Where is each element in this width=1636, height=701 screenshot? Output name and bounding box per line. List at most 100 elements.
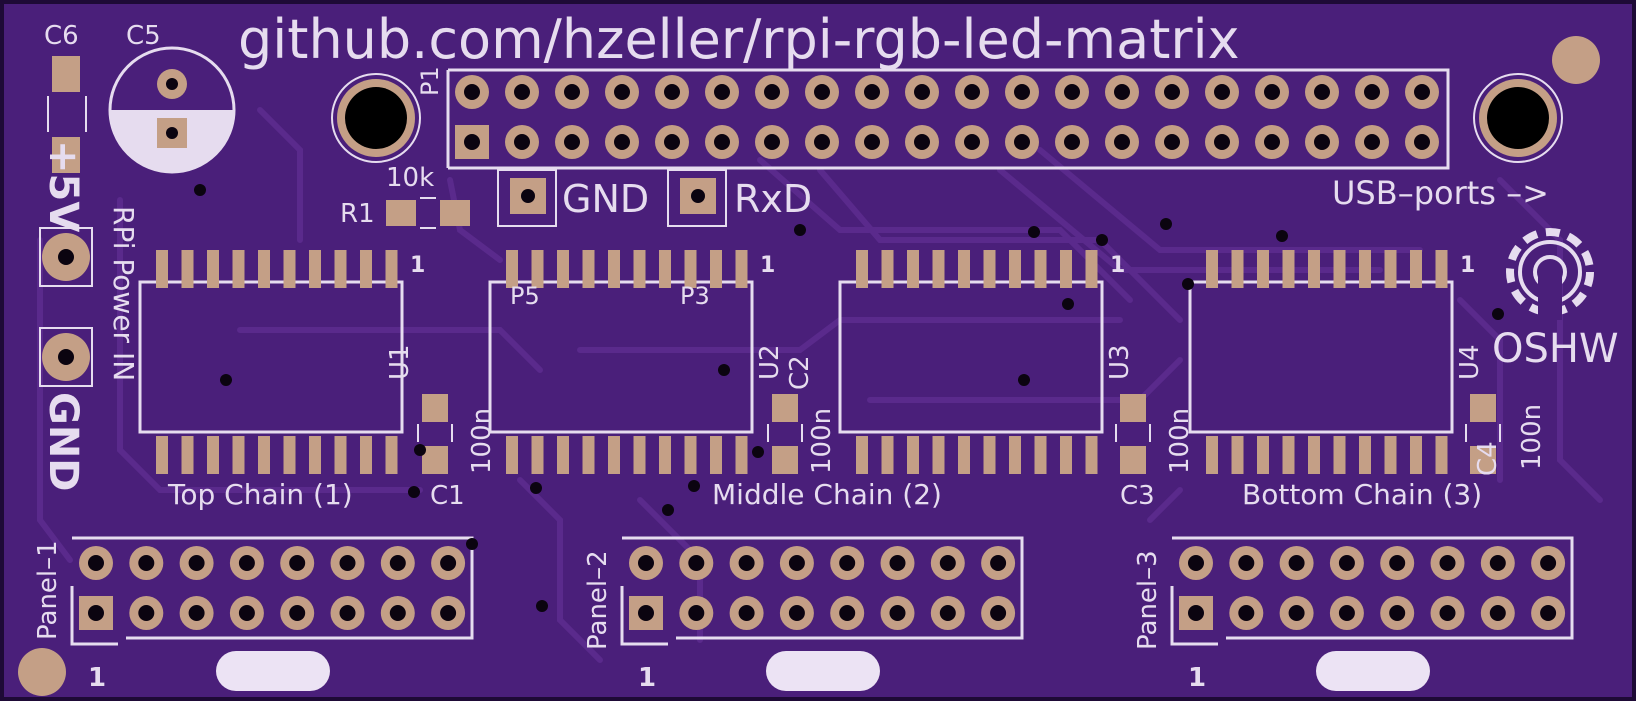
p1-pin-hole xyxy=(1014,84,1030,100)
panel-1-pin-hole xyxy=(188,555,205,571)
u4-pin-bottom xyxy=(1206,436,1218,474)
c4-pad-top xyxy=(1470,394,1496,422)
via xyxy=(1276,230,1288,242)
panel-1-pin-hole xyxy=(440,605,457,621)
p1-pin-hole xyxy=(614,84,630,100)
via xyxy=(530,482,542,494)
u1-pin-top xyxy=(207,250,219,288)
c2-value: 100n xyxy=(807,408,837,474)
repo-url: github.com/hzeller/rpi-rgb-led-matrix xyxy=(238,8,1240,71)
u3-pin-bottom xyxy=(856,436,868,474)
rxd-pad-label: RxD xyxy=(734,177,812,221)
u1-pin-top xyxy=(283,250,296,288)
panel-2-pin-hole xyxy=(990,555,1007,571)
panel-2-pin-hole xyxy=(788,605,805,621)
u1-pin-bottom xyxy=(232,436,245,474)
u2-pin-top xyxy=(582,250,595,288)
panel-2-pin-hole xyxy=(939,555,956,571)
c6-pad-bottom xyxy=(52,137,80,173)
p1-label: P1 xyxy=(416,66,444,96)
panel-3-pin-hole xyxy=(1338,605,1355,621)
u4-pin-top xyxy=(1359,250,1371,288)
u4-pin-bottom xyxy=(1282,436,1295,474)
p1-pin-hole xyxy=(764,84,780,100)
u4-pin-bottom xyxy=(1257,436,1269,474)
u3-pin-bottom xyxy=(1009,436,1021,474)
r1-pad-left xyxy=(386,200,416,226)
power-pad-top-hole xyxy=(58,249,74,265)
panel-2-pin-hole xyxy=(638,605,654,621)
u4-pin-bottom xyxy=(1410,436,1422,474)
p1-pin-hole xyxy=(964,134,980,150)
p1-pins xyxy=(455,75,1439,159)
plus5v-label: +5V xyxy=(40,140,86,232)
u1-label: U1 xyxy=(385,344,415,380)
p1-pin-hole xyxy=(614,134,630,150)
p1-pin-hole xyxy=(814,134,830,150)
p1-pin-hole xyxy=(714,134,730,150)
usb-ports-label: USB–ports –> xyxy=(1332,174,1549,212)
u2-pin-bottom xyxy=(735,436,748,474)
u1-pin-top xyxy=(334,250,347,288)
u3-pin-bottom xyxy=(1085,436,1098,474)
u3-pin-top xyxy=(1034,250,1047,288)
panel-3-pin-hole xyxy=(1489,605,1506,621)
c4-pad-bottom xyxy=(1470,446,1496,474)
slot-2 xyxy=(766,651,880,691)
u4-pin-top xyxy=(1333,250,1346,288)
chain-3-label: Bottom Chain (3) xyxy=(1242,478,1482,511)
via xyxy=(408,486,420,498)
panel-1-outline xyxy=(72,536,474,640)
u3-label: U3 xyxy=(1105,344,1135,380)
oshw-label: OSHW xyxy=(1492,326,1619,372)
p1-pin-hole xyxy=(1364,84,1380,100)
u3-pin-bottom xyxy=(958,436,970,474)
c4-outline xyxy=(1465,424,1501,442)
via xyxy=(794,224,806,236)
u2-pin-bottom xyxy=(684,436,697,474)
u2-pin-top xyxy=(710,250,722,288)
panel-1-pin-hole xyxy=(289,605,306,621)
power-pad-bottom-hole xyxy=(58,349,74,365)
c1-pad-top xyxy=(422,394,448,422)
c5-label: C5 xyxy=(126,21,161,51)
c3-pad-bottom xyxy=(1120,446,1146,474)
c3-label: C3 xyxy=(1120,481,1155,511)
panel-2-pin-hole xyxy=(839,555,856,571)
via xyxy=(1160,218,1172,230)
panel-3-pin-hole xyxy=(1188,555,1204,571)
via xyxy=(718,364,730,376)
p1-pin-hole xyxy=(514,134,530,150)
u1-pin-top xyxy=(309,250,321,288)
p1-pin-hole xyxy=(1164,84,1180,100)
r1-label: R1 xyxy=(340,199,375,229)
pin1-marker: 1 xyxy=(410,253,425,278)
panel-1-pin-hole xyxy=(238,605,255,621)
via xyxy=(752,446,764,458)
panel-3-pin-hole xyxy=(1389,555,1406,571)
c1-pad-bottom xyxy=(422,446,448,474)
panel-1-pin-hole xyxy=(88,605,104,621)
u2-pin-top xyxy=(506,250,518,288)
gnd-pad-label: GND xyxy=(562,177,649,221)
panel-2-label: Panel–2 xyxy=(583,550,613,650)
mount-hole-right-drill xyxy=(1487,87,1549,149)
via xyxy=(1018,374,1030,386)
p1-pin-hole xyxy=(1164,134,1180,150)
cap-group xyxy=(417,394,1501,474)
panel-3-pin-hole xyxy=(1238,605,1255,621)
u2-pin-bottom xyxy=(633,436,646,474)
panel-1-pin-hole xyxy=(188,605,205,621)
panel-2-pin-hole xyxy=(638,555,654,571)
p1-pin-hole xyxy=(814,84,830,100)
c2-pad-top xyxy=(772,394,798,422)
c1-label: C1 xyxy=(430,481,465,511)
p5-label: P5 xyxy=(510,282,540,310)
u2-pin-top xyxy=(557,250,569,288)
u3-pin-bottom xyxy=(907,436,919,474)
via xyxy=(220,374,232,386)
c4-value: 100n xyxy=(1517,404,1547,470)
u4-pin-bottom xyxy=(1435,436,1448,474)
u4-pin-top xyxy=(1410,250,1422,288)
